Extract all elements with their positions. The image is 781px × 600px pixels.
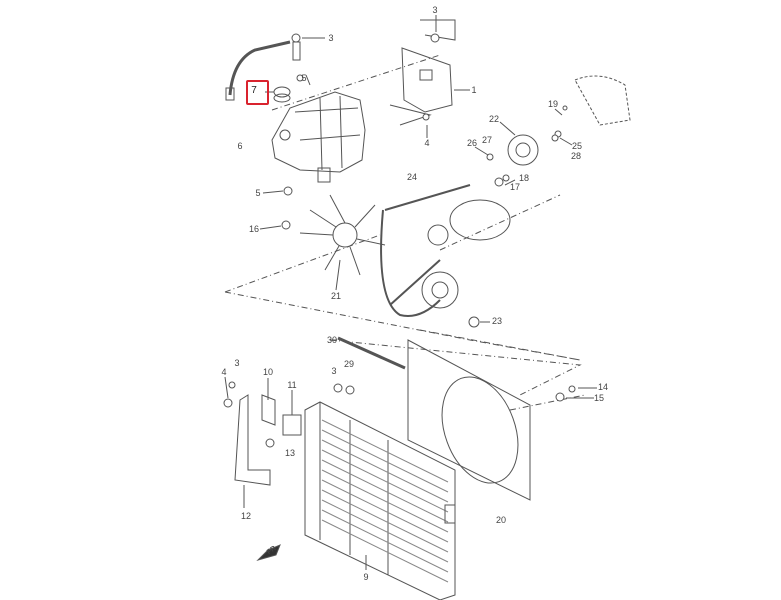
fan-part: [299, 194, 386, 276]
callout-26[interactable]: 26: [466, 138, 478, 148]
callout-11[interactable]: 11: [287, 380, 297, 390]
callout-5[interactable]: 5: [301, 73, 307, 83]
callout-3[interactable]: 3: [432, 5, 438, 15]
callout-9[interactable]: 9: [363, 572, 369, 582]
callout-19[interactable]: 19: [547, 99, 559, 109]
callout-20[interactable]: 20: [495, 515, 507, 525]
callout-13[interactable]: 13: [284, 448, 296, 458]
callout-30[interactable]: 30: [326, 335, 338, 345]
callout-24[interactable]: 24: [406, 172, 418, 182]
callout-14[interactable]: 14: [597, 382, 609, 392]
callout-3[interactable]: 3: [331, 366, 337, 376]
callout-22[interactable]: 22: [488, 114, 500, 124]
callout-25[interactable]: 25: [571, 141, 583, 151]
callout-18[interactable]: 18: [518, 173, 530, 183]
callout-4[interactable]: 4: [424, 138, 430, 148]
callout-23[interactable]: 23: [491, 316, 503, 326]
callout-4[interactable]: 4: [221, 367, 227, 377]
callout-3[interactable]: 3: [328, 33, 334, 43]
callout-6[interactable]: 6: [237, 141, 243, 151]
callout-16[interactable]: 16: [248, 224, 260, 234]
callout-28[interactable]: 28: [570, 151, 582, 161]
callout-7-highlighted[interactable]: 7: [251, 85, 257, 96]
callout-5[interactable]: 5: [255, 188, 261, 198]
callout-1[interactable]: 1: [471, 85, 477, 95]
callout-27[interactable]: 27: [481, 135, 493, 145]
callout-15[interactable]: 15: [593, 393, 605, 403]
callout-12[interactable]: 12: [240, 511, 252, 521]
highlight-box: [246, 80, 269, 105]
callout-17[interactable]: 17: [509, 182, 521, 192]
front-arrow-icon: [256, 544, 281, 561]
callout-3[interactable]: 3: [234, 358, 240, 368]
hose-fitting: [225, 87, 235, 101]
callout-21[interactable]: 21: [330, 291, 342, 301]
callout-10[interactable]: 10: [262, 367, 274, 377]
callout-29[interactable]: 29: [343, 359, 355, 369]
